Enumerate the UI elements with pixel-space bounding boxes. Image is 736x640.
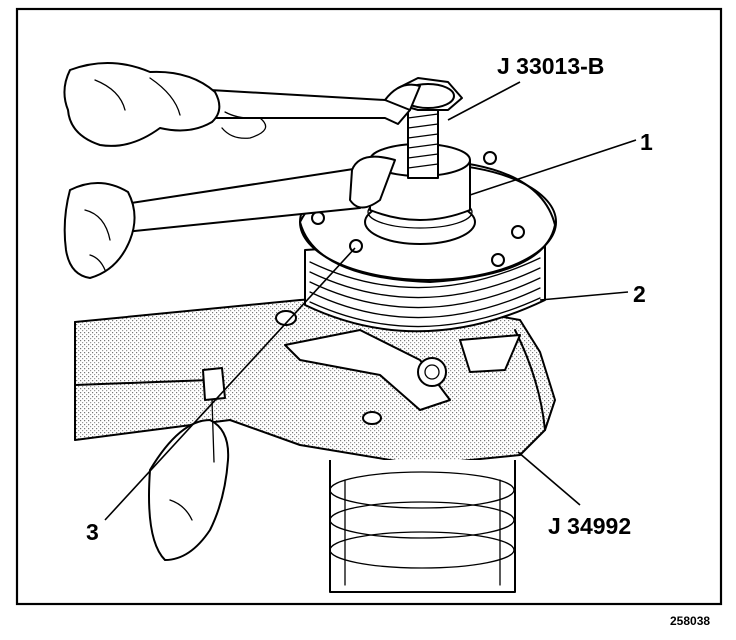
callout-item-2: 2 bbox=[633, 281, 646, 307]
leader-j33013b bbox=[447, 81, 521, 121]
upper-wrench bbox=[202, 83, 421, 125]
leader-j34992 bbox=[517, 451, 581, 506]
callout-item-3: 3 bbox=[86, 519, 99, 545]
leader-item-1 bbox=[469, 139, 637, 196]
leader-item-3 bbox=[104, 247, 356, 521]
hands bbox=[63, 62, 267, 561]
compressor-body bbox=[329, 460, 516, 593]
callout-j33013b: J 33013-B bbox=[497, 53, 604, 79]
leader-lines bbox=[104, 81, 637, 521]
callout-j34992: J 34992 bbox=[548, 513, 631, 539]
figure-frame bbox=[15, 7, 723, 606]
callout-item-1: 1 bbox=[640, 129, 653, 155]
figure-number: 258038 bbox=[670, 614, 710, 628]
fixture-arms bbox=[284, 329, 521, 411]
leader-item-2 bbox=[539, 291, 629, 301]
